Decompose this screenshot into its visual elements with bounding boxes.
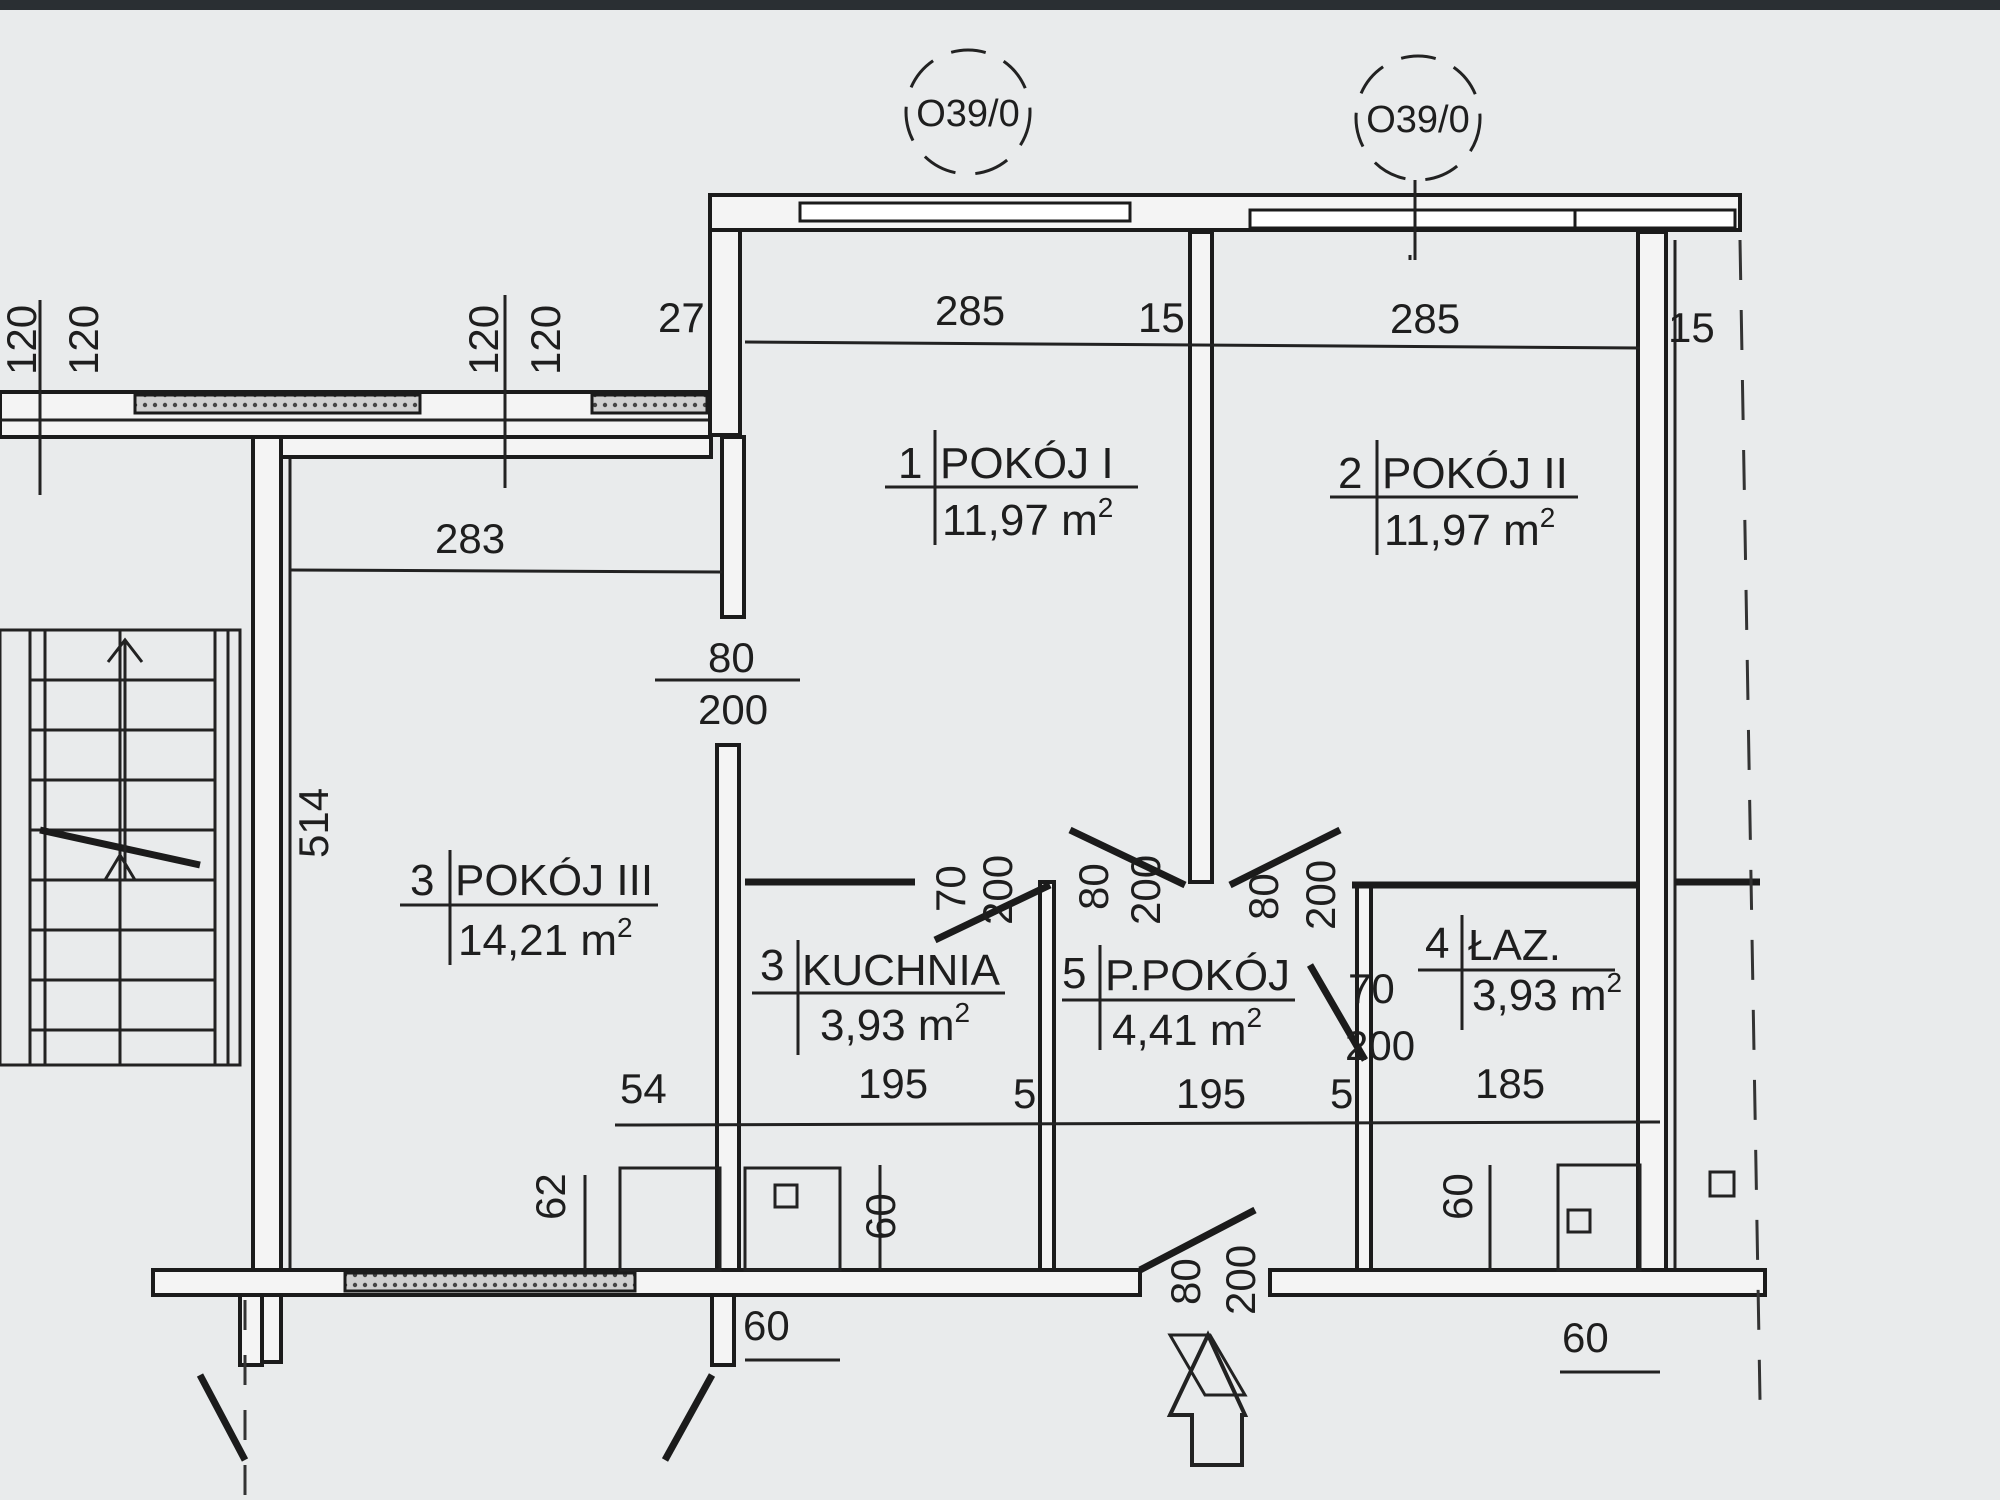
- dim-label: 60: [1434, 1173, 1481, 1220]
- screen-top-edge: [0, 0, 2000, 10]
- room-name: P.POKÓJ: [1105, 951, 1290, 1000]
- room-area: 3,93 m2: [1472, 967, 1622, 1020]
- dim-label: 80: [1070, 863, 1117, 910]
- room-number: 4: [1425, 919, 1449, 968]
- dim-label: 120: [522, 305, 569, 375]
- dim-label: 120: [460, 305, 507, 375]
- dim-label: 514: [290, 788, 337, 858]
- dim-label: 62: [527, 1173, 574, 1220]
- walls: [0, 193, 1767, 1500]
- room-pokoj-3: 3 POKÓJ III 14,21 m2: [400, 850, 658, 965]
- room-kuchnia: 3 KUCHNIA 3,93 m2: [752, 940, 1005, 1055]
- dim-label: 200: [1297, 860, 1344, 930]
- dim-label: 5: [1013, 1070, 1036, 1117]
- room-area: 4,41 m2: [1112, 1002, 1262, 1055]
- room-pokoj-2: 2 POKÓJ II 11,97 m2: [1330, 440, 1578, 555]
- section-marker-left-label: O39/0: [916, 93, 1020, 135]
- door-swings: [196, 826, 1369, 1462]
- dim-label: 5: [1330, 1070, 1353, 1117]
- room-name: POKÓJ II: [1382, 449, 1568, 498]
- dim-label: 200: [698, 686, 768, 733]
- room-area: 11,97 m2: [942, 492, 1113, 545]
- dim-label: 54: [620, 1065, 667, 1112]
- fixtures: [618, 1163, 1736, 1467]
- dim-label: 285: [1390, 295, 1460, 342]
- dim-label: 200: [1345, 1022, 1415, 1069]
- room-lazienka: 4 ŁAZ. 3,93 m2: [1418, 915, 1622, 1030]
- room-number: 2: [1338, 449, 1362, 498]
- dimension-labels: 120 120 120 120 27 285 15 285 15 283 514…: [0, 287, 1715, 1361]
- dim-label: 120: [0, 305, 45, 375]
- dim-label: 60: [857, 1193, 904, 1240]
- dim-label: 60: [743, 1302, 790, 1349]
- room-number: 5: [1062, 949, 1086, 998]
- dim-label: 80: [708, 634, 755, 681]
- dim-label: 80: [1162, 1258, 1209, 1305]
- room-area: 14,21 m2: [458, 912, 633, 965]
- dim-label: 285: [935, 287, 1005, 334]
- dim-label: 120: [60, 305, 107, 375]
- dim-label: 15: [1138, 294, 1185, 341]
- dim-label: 185: [1475, 1060, 1545, 1107]
- room-number: 3: [410, 856, 434, 905]
- dim-label: 200: [1217, 1245, 1264, 1315]
- dim-label: 70: [927, 865, 974, 912]
- dimension-lines: [38, 255, 1661, 1374]
- room-area: 11,97 m2: [1384, 502, 1555, 555]
- dim-label: 200: [1122, 855, 1169, 925]
- room-name: POKÓJ III: [455, 856, 653, 905]
- room-przedpokoj: 5 P.POKÓJ 4,41 m2: [1062, 945, 1295, 1055]
- section-marker-right-label: O39/0: [1366, 99, 1470, 141]
- section-marker-right: O39/0: [1354, 54, 1482, 260]
- staircase: [0, 628, 242, 1067]
- dim-label: 70: [1348, 965, 1395, 1012]
- room-name: ŁAZ.: [1468, 921, 1561, 970]
- dim-label: 200: [974, 855, 1021, 925]
- dim-label: 195: [858, 1060, 928, 1107]
- room-name: KUCHNIA: [802, 946, 1001, 995]
- room-number: 3: [760, 941, 784, 990]
- dim-label: 15: [1668, 304, 1715, 351]
- dim-label: 283: [435, 515, 505, 562]
- dim-label: 80: [1240, 873, 1287, 920]
- dim-label: 27: [658, 294, 705, 341]
- dim-label: 60: [1562, 1314, 1609, 1361]
- section-marker-left: O39/0: [904, 48, 1032, 176]
- dim-label: 195: [1176, 1070, 1246, 1117]
- room-number: 1: [898, 439, 922, 488]
- room-pokoj-1: 1 POKÓJ I 11,97 m2: [885, 430, 1138, 545]
- room-name: POKÓJ I: [940, 439, 1114, 488]
- room-area: 3,93 m2: [820, 997, 970, 1050]
